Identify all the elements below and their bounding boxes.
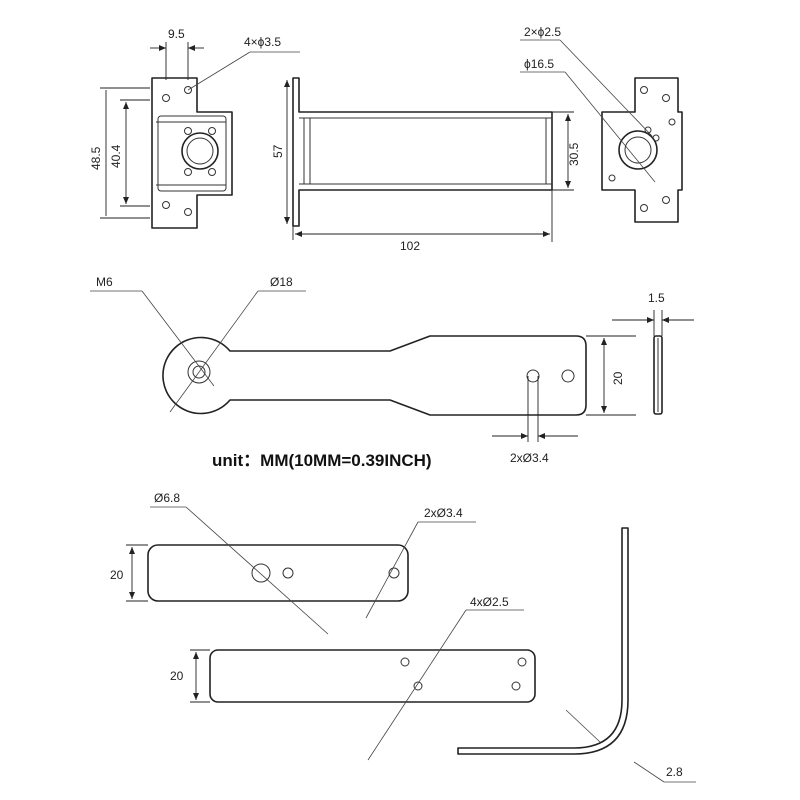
flat-bar-b bbox=[190, 609, 536, 761]
side-height-label: 57 bbox=[271, 144, 285, 158]
flat-bar-a bbox=[126, 506, 476, 635]
front-holes-label: 4×ϕ3.5 bbox=[244, 35, 281, 49]
back-holes-label: 2×ϕ2.5 bbox=[524, 25, 561, 39]
back-bore-label: ϕ16.5 bbox=[524, 57, 554, 71]
bar-b-holes-label: 4xØ2.5 bbox=[470, 595, 509, 609]
unit-note: unit：MM(10MM=0.39INCH) bbox=[212, 451, 432, 470]
bracket-side-view bbox=[284, 77, 574, 242]
front-outer-height-label: 48.5 bbox=[89, 146, 103, 170]
angle-bracket bbox=[457, 527, 696, 783]
front-inner-height-label: 40.4 bbox=[109, 144, 123, 168]
arm-thread-label: M6 bbox=[96, 275, 113, 289]
bracket-back-view bbox=[520, 39, 683, 223]
front-width-label: 9.5 bbox=[168, 27, 185, 41]
servo-arm-edge-view bbox=[612, 310, 694, 415]
servo-arm bbox=[90, 290, 636, 442]
side-inner-height-label: 30.5 bbox=[567, 142, 581, 166]
bar-b-width-label: 20 bbox=[170, 669, 184, 683]
side-length-label: 102 bbox=[400, 239, 420, 253]
arm-thickness-label: 1.5 bbox=[648, 291, 665, 305]
arm-hub-label: Ø18 bbox=[270, 275, 293, 289]
bar-a-holes-label: 2xØ3.4 bbox=[424, 506, 463, 520]
bracket-front-view bbox=[100, 42, 300, 229]
bar-a-big-hole-label: Ø6.8 bbox=[154, 491, 180, 505]
arm-holes-label: 2xØ3.4 bbox=[510, 451, 549, 465]
bracket-thickness-label: 2.8 bbox=[666, 765, 683, 779]
bar-a-width-label: 20 bbox=[110, 568, 124, 582]
arm-width-label: 20 bbox=[611, 371, 625, 385]
